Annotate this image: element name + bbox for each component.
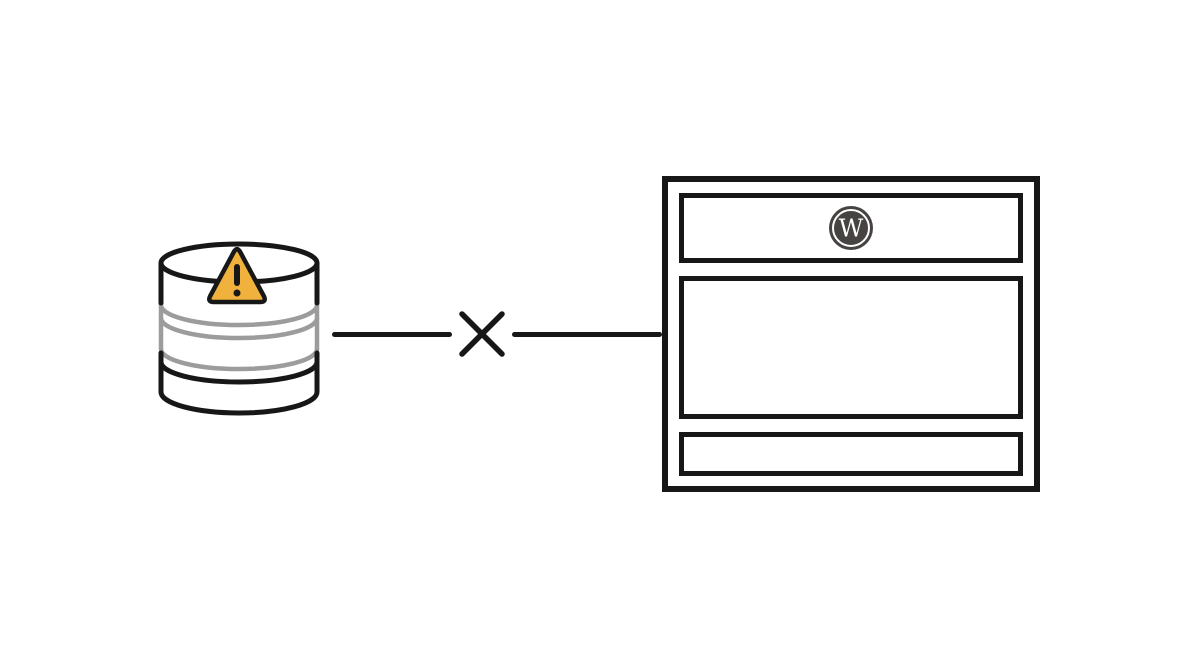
content-area [679,276,1023,419]
warning-triangle-icon [207,246,267,305]
browser-window: W [662,176,1040,492]
database-icon [158,241,320,416]
wordpress-logo-icon: W [829,206,873,250]
header-bar: W [679,193,1023,263]
exclamation-mark [233,264,241,297]
x-mark-icon [459,311,505,357]
footer-bar [679,432,1023,476]
wordpress-logo-letter: W [839,215,864,243]
connection-line-right [512,332,662,337]
connection-line-left [332,332,452,337]
